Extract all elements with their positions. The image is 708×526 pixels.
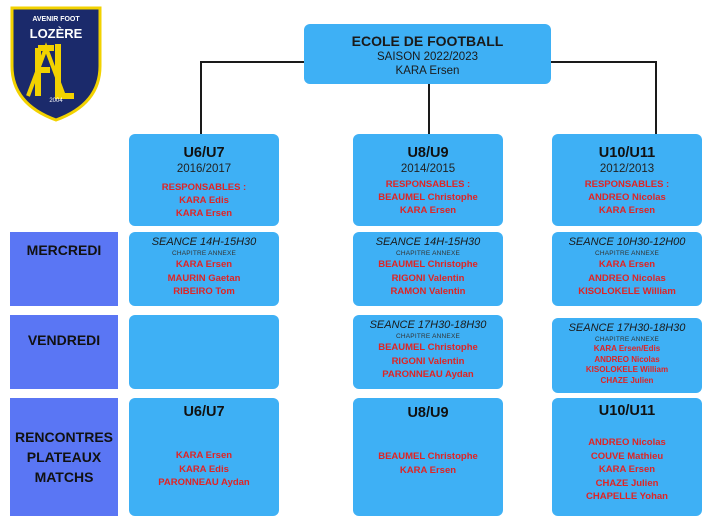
- seance-time: SEANCE 17H30-18H30: [369, 319, 487, 331]
- root-title: ECOLE DE FOOTBALL: [351, 33, 504, 49]
- staff-name: CHAZE Julien: [600, 375, 654, 385]
- match-staff: BEAUMEL Christophe: [378, 451, 478, 462]
- category-years: 2012/2013: [599, 163, 655, 175]
- resp-label: RESPONSABLES :: [385, 179, 471, 190]
- logo-year: 2004: [49, 98, 63, 104]
- seance-place: CHAPITRE ANNEXE: [171, 250, 237, 257]
- category-years: 2014/2015: [400, 163, 456, 175]
- staff-name: KARA Ersen: [598, 259, 656, 270]
- match-box-u6u7: U6/U7 KARA Ersen KARA Edis PARONNEAU Ayd…: [129, 398, 279, 516]
- club-logo: AVENIR FOOT LOZÈRE 2004: [8, 4, 104, 122]
- row-vendredi-text: VENDREDI: [27, 332, 101, 348]
- resp-person: KARA Ersen: [175, 208, 233, 219]
- resp-person: KARA Ersen: [598, 205, 656, 216]
- staff-name: KARA Ersen/Edis: [593, 344, 661, 353]
- staff-name: PARONNEAU Aydan: [382, 369, 474, 380]
- match-staff: KARA Ersen: [399, 464, 457, 476]
- connector-root-right: [551, 61, 656, 63]
- staff-name: BEAUMEL Christophe: [378, 342, 478, 353]
- staff-name: RIGONI Valentin: [391, 272, 465, 284]
- category-title: U10/U11: [598, 145, 656, 161]
- row-label-rencontres: RENCONTRES PLATEAUX MATCHS: [10, 398, 118, 516]
- seance-time: SEANCE 17H30-18H30: [568, 322, 686, 334]
- root-node: ECOLE DE FOOTBALL SAISON 2022/2023 KARA …: [304, 24, 551, 84]
- staff-name: RIBEIRO Tom: [173, 286, 235, 297]
- seance-place: CHAPITRE ANNEXE: [395, 250, 461, 257]
- match-title: U8/U9: [407, 405, 449, 421]
- staff-name: BEAUMEL Christophe: [378, 259, 478, 270]
- session-box-u10u11-vendredi: SEANCE 17H30-18H30 CHAPITRE ANNEXE KARA …: [552, 318, 702, 393]
- seance-place: CHAPITRE ANNEXE: [395, 333, 461, 340]
- category-box-u8u9: U8/U9 2014/2015 RESPONSABLES : BEAUMEL C…: [353, 134, 503, 226]
- category-years: 2016/2017: [176, 163, 232, 175]
- staff-name: KISOLOKELE William: [578, 286, 676, 297]
- root-season: SAISON 2022/2023: [376, 51, 478, 63]
- match-staff: CHAPELLE Yohan: [586, 491, 668, 502]
- row-rencontres-line2: PLATEAUX: [26, 449, 102, 465]
- seance-place: CHAPITRE ANNEXE: [594, 250, 660, 257]
- connector-right-down: [655, 61, 657, 134]
- seance-time: SEANCE 10H30-12H00: [568, 236, 686, 248]
- session-box-u6u7-vendredi: [129, 315, 279, 389]
- resp-person: ANDREO Nicolas: [588, 192, 666, 203]
- match-staff: KARA Ersen: [598, 464, 656, 475]
- staff-name: KISOLOKELE William: [585, 365, 669, 374]
- match-title: U10/U11: [598, 403, 656, 419]
- category-title: U8/U9: [407, 145, 449, 161]
- session-box-u6u7-mercredi: SEANCE 14H-15H30 CHAPITRE ANNEXE KARA Er…: [129, 232, 279, 306]
- session-box-u8u9-vendredi: SEANCE 17H30-18H30 CHAPITRE ANNEXE BEAUM…: [353, 315, 503, 389]
- row-label-mercredi: MERCREDI: [10, 232, 118, 306]
- match-staff: KARA Ersen: [175, 450, 233, 461]
- staff-name: ANDREO Nicolas: [588, 272, 666, 284]
- resp-label: RESPONSABLES :: [161, 182, 247, 193]
- resp-person: BEAUMEL Christophe: [378, 192, 478, 203]
- session-box-u8u9-mercredi: SEANCE 14H-15H30 CHAPITRE ANNEXE BEAUMEL…: [353, 232, 503, 306]
- match-box-u10u11: U10/U11 ANDREO Nicolas COUVE Mathieu KAR…: [552, 398, 702, 516]
- seance-time: SEANCE 14H-15H30: [375, 236, 481, 248]
- connector-left-down: [200, 61, 202, 134]
- logo-name: LOZÈRE: [29, 26, 83, 41]
- match-staff: ANDREO Nicolas: [588, 437, 666, 448]
- category-box-u10u11: U10/U11 2012/2013 RESPONSABLES : ANDREO …: [552, 134, 702, 226]
- staff-name: MAURIN Gaetan: [167, 272, 241, 284]
- category-title: U6/U7: [183, 145, 225, 161]
- staff-name: ANDREO Nicolas: [594, 354, 660, 364]
- resp-label: RESPONSABLES :: [584, 179, 670, 190]
- match-staff: CHAZE Julien: [595, 477, 659, 489]
- resp-person: KARA Ersen: [399, 205, 457, 216]
- match-staff: KARA Edis: [179, 463, 229, 475]
- club-crest-icon: [10, 6, 102, 122]
- row-mercredi-text: MERCREDI: [26, 242, 102, 258]
- staff-name: RAMON Valentin: [390, 286, 466, 297]
- resp-person: KARA Edis: [179, 195, 229, 206]
- match-staff: COUVE Mathieu: [590, 450, 664, 462]
- staff-name: RIGONI Valentin: [391, 355, 465, 367]
- row-rencontres-line1: RENCONTRES: [14, 429, 113, 445]
- category-box-u6u7: U6/U7 2016/2017 RESPONSABLES : KARA Edis…: [129, 134, 279, 226]
- match-staff: PARONNEAU Aydan: [158, 477, 250, 488]
- connector-root-to-u8: [428, 84, 430, 134]
- connector-root-left: [200, 61, 305, 63]
- seance-time: SEANCE 14H-15H30: [151, 236, 257, 248]
- session-box-u10u11-mercredi: SEANCE 10H30-12H00 CHAPITRE ANNEXE KARA …: [552, 232, 702, 306]
- seance-place: CHAPITRE ANNEXE: [594, 336, 660, 343]
- match-title: U6/U7: [183, 404, 225, 420]
- row-rencontres-line3: MATCHS: [34, 469, 94, 485]
- logo-top-text: AVENIR FOOT: [32, 16, 80, 23]
- staff-name: KARA Ersen: [175, 259, 233, 270]
- root-person: KARA Ersen: [395, 65, 460, 77]
- match-box-u8u9: U8/U9 BEAUMEL Christophe KARA Ersen: [353, 398, 503, 516]
- row-label-vendredi: VENDREDI: [10, 315, 118, 389]
